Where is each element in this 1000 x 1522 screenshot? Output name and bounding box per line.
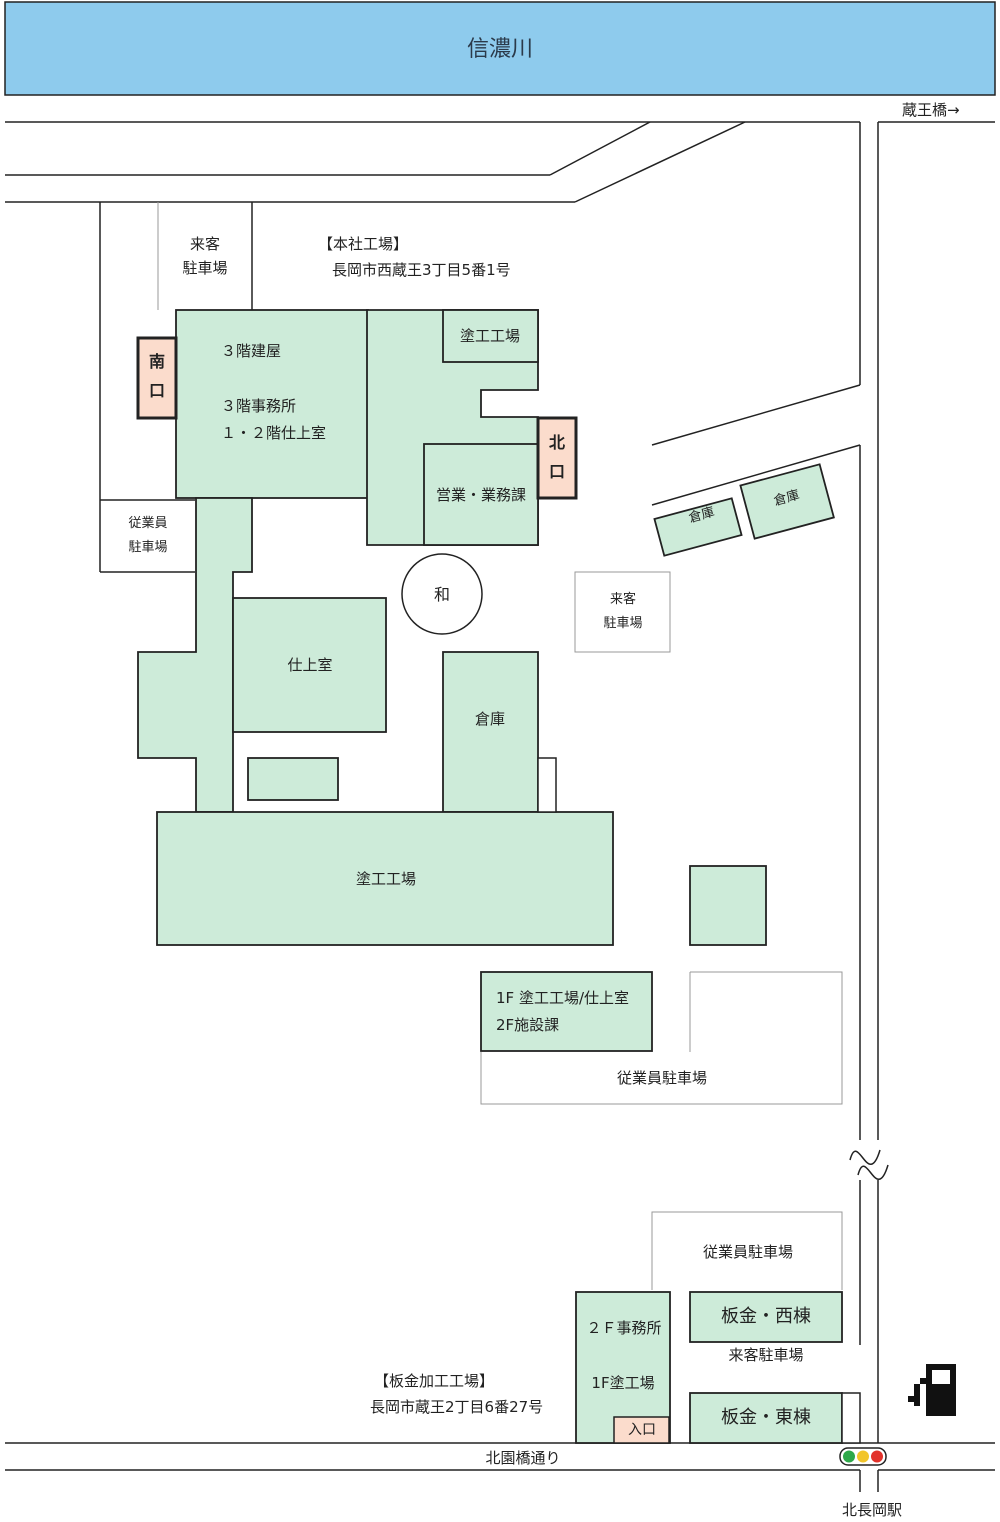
kitanagaoka-station-label: 北長岡駅 — [841, 1501, 903, 1519]
employee-parking-lower: 従業員駐車場 — [616, 1069, 708, 1087]
finishing-room-building — [232, 597, 387, 733]
warehouse-c-label: 倉庫 — [474, 710, 506, 728]
south-gate: 南 口 — [148, 352, 166, 400]
kitazono-street-label: 北園橋通り — [485, 1449, 561, 1467]
office-floor-1f: 1F塗工場 — [591, 1374, 655, 1392]
building-3f-name: ３階建屋 — [221, 342, 282, 360]
sheet-metal-buildings — [575, 1291, 843, 1444]
entrance-label: 入口 — [628, 1422, 656, 1438]
traffic-signal-icon — [839, 1447, 887, 1466]
gas-station-icon — [908, 1364, 956, 1416]
office-floor-2f: ２Ｆ事務所 — [586, 1319, 662, 1337]
painting-small-label: 塗工工場 — [459, 327, 521, 345]
south-gate-box — [136, 336, 178, 420]
main-factory-address: 長岡市西蔵王3丁目5番1号 — [332, 261, 511, 279]
river-name: 信濃川 — [466, 37, 534, 62]
visitor-parking-mid: 来客 駐車場 — [603, 592, 643, 632]
finishing-room-label: 仕上室 — [287, 656, 333, 674]
warehouse-a-building — [653, 497, 743, 557]
west-wing-building — [689, 1291, 843, 1343]
zaou-bridge-label: 蔵王橋→ — [902, 101, 960, 119]
main-factory-title: 【本社工場】 — [318, 235, 409, 253]
building-1f2f-lines: 1F 塗工工場/仕上室 2F施設課 — [496, 989, 629, 1034]
main-factory-buildings — [137, 309, 835, 1052]
sheet-metal-address: 長岡市蔵王2丁目6番27号 — [370, 1398, 544, 1416]
painting-large-building — [156, 811, 614, 946]
entrance-box — [613, 1416, 670, 1444]
river — [4, 1, 996, 96]
warehouse-b-building — [739, 463, 835, 540]
north-gate-box — [536, 416, 578, 500]
employee-parking-left: 従業員 駐車場 — [128, 516, 168, 556]
wa-mark: 和 — [433, 585, 451, 604]
east-wing-building — [689, 1392, 843, 1444]
east-wing-label: 板金・東棟 — [721, 1407, 811, 1428]
building-1f2f — [480, 971, 653, 1052]
sheet-metal-title: 【板金加工工場】 — [374, 1372, 495, 1390]
sheet-metal-employee-parking: 従業員駐車場 — [702, 1243, 794, 1261]
road-lines — [5, 121, 995, 1492]
small-shed — [247, 757, 339, 801]
west-wing-label: 板金・西棟 — [721, 1306, 811, 1327]
building-3f-lines: ３階事務所 １・２階仕上室 — [221, 397, 327, 442]
north-gate: 北 口 — [548, 433, 566, 481]
painting-large-label: 塗工工場 — [355, 870, 417, 888]
sheet-metal-visitor-parking: 来客駐車場 — [728, 1346, 804, 1364]
warehouse-c-building — [442, 651, 539, 813]
visitor-parking-top: 来客 駐車場 — [182, 235, 228, 277]
wa-circle — [401, 553, 483, 635]
sales-label: 営業・業務課 — [435, 486, 527, 504]
annex-square — [689, 865, 767, 946]
